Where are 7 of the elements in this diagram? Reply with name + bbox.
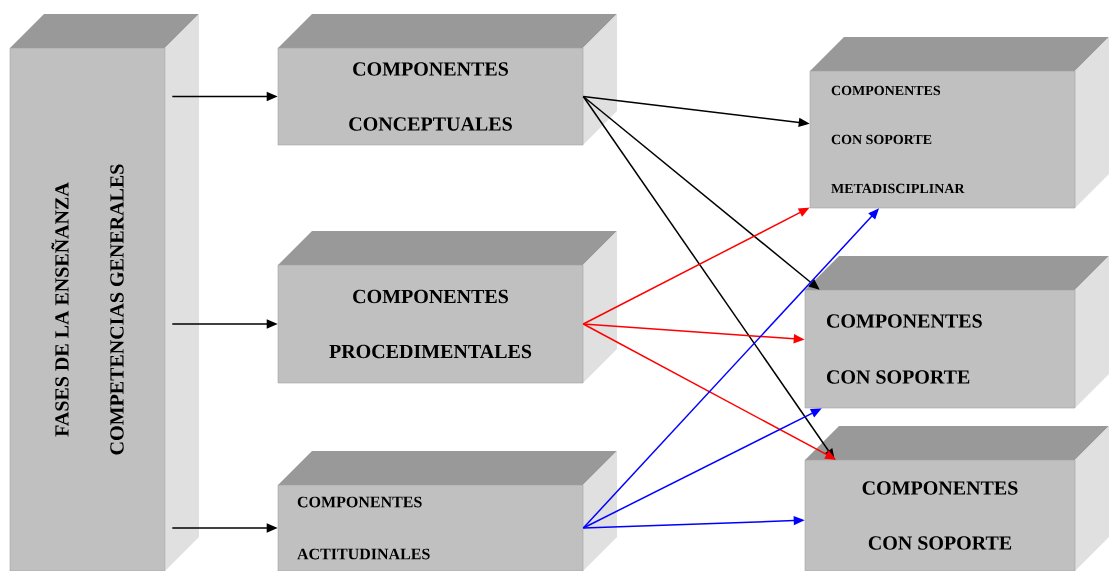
block-box: COMPONENTES CONCEPTUALES	[277, 14, 617, 146]
block-box: COMPONENTES PROCEDIMENTALES	[277, 231, 617, 384]
block-box: COMPONENTES CON SOPORTE METADISCIPLINAR	[809, 37, 1109, 209]
block-box: COMPONENTES ACTITUDINALES	[277, 451, 617, 571]
block-box: FASES DE LA ENSEÑANZA COMPETENCIAS GENERALES	[9, 14, 199, 571]
block-box: COMPONENTES CON SOPORTE	[804, 256, 1109, 409]
block-box: COMPONENTES CON SOPORTE	[804, 426, 1109, 571]
